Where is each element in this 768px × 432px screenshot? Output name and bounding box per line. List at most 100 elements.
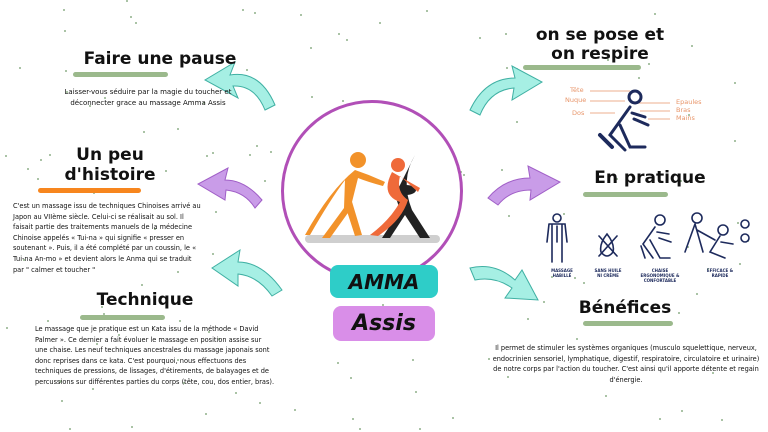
purple-arrow-histoire: [196, 167, 263, 209]
speckle: [487, 358, 490, 361]
pratique-label-habille: MASSAGE HABILLÉ: [551, 268, 573, 278]
massage-chair-icon: [640, 214, 672, 259]
speckle: [214, 210, 217, 213]
speckle: [36, 178, 39, 181]
speckle: [88, 105, 91, 108]
speckle: [526, 318, 529, 321]
speckle: [141, 284, 144, 287]
speckle: [721, 418, 724, 421]
speckle: [507, 375, 510, 378]
speckle: [604, 395, 607, 398]
speckle: [337, 362, 340, 365]
speckle: [414, 391, 417, 394]
histoire-title-line1: Un peu: [76, 145, 144, 165]
speckle: [68, 427, 71, 430]
speckle: [248, 154, 251, 157]
benefices-title: Bénéfices: [578, 298, 672, 318]
speckle: [5, 155, 8, 158]
speckle: [352, 417, 355, 420]
speckle: [129, 16, 132, 19]
speckle: [606, 305, 609, 308]
speckle: [562, 212, 565, 215]
assis-title: Assis: [352, 311, 416, 336]
teal-arrow-pause: [203, 60, 276, 111]
speckle: [270, 151, 273, 154]
histoire-title-line2: d'histoire: [64, 165, 156, 185]
speckle: [130, 425, 133, 428]
speckle: [65, 70, 68, 73]
speckle: [736, 222, 739, 225]
center-circle: [281, 100, 463, 282]
speckle: [358, 427, 361, 430]
amma-title: AMMA: [348, 269, 420, 294]
quick-massage-icon: [684, 212, 750, 259]
speckle: [691, 45, 694, 48]
speckle: [62, 9, 65, 12]
pratique-label-efficace: EFFICACE & RAPIDE: [706, 268, 734, 278]
speckle: [711, 371, 714, 374]
speckle: [299, 13, 302, 16]
speckle: [451, 416, 454, 419]
speckle: [61, 400, 64, 403]
speckle: [104, 96, 107, 99]
speckle: [573, 276, 576, 279]
speckle: [680, 179, 683, 182]
speckle: [165, 170, 168, 173]
speckle: [505, 66, 508, 69]
body-label-mains: Mains: [676, 114, 695, 122]
respire-title-line2: on respire: [551, 44, 649, 64]
technique-underline: [80, 315, 165, 320]
speckle: [342, 100, 345, 103]
speckle: [6, 326, 9, 329]
speckle: [550, 276, 553, 279]
teal-arrow-benefices: [469, 266, 539, 301]
speckle: [543, 301, 546, 304]
histoire-text: C'est un massage issu de techniques Chin…: [13, 202, 201, 274]
speckle: [212, 252, 215, 255]
speckle: [696, 292, 699, 295]
speckle: [463, 173, 466, 176]
speckle: [92, 388, 95, 391]
speckle: [616, 178, 619, 181]
speckle: [350, 376, 353, 379]
teal-arrow-respire: [469, 65, 544, 116]
body-label-epaules: Epaules: [676, 98, 702, 106]
respire-underline: [523, 65, 641, 70]
pause-title: Faire une pause: [83, 49, 237, 69]
speckle: [153, 227, 156, 230]
speckle: [647, 62, 650, 65]
speckle: [582, 282, 585, 285]
speckle: [135, 21, 138, 24]
speckle: [345, 38, 348, 41]
pratique-underline: [583, 192, 668, 197]
speckle: [205, 155, 208, 158]
speckle: [176, 127, 179, 130]
speckle: [264, 180, 267, 183]
technique-title: Technique: [96, 290, 194, 310]
speckle: [234, 392, 237, 395]
amma-title-box: AMMA: [330, 265, 438, 298]
speckle: [570, 56, 573, 59]
benefices-text: Il permet de stimuler les systèmes organ…: [492, 344, 760, 384]
speckle: [259, 401, 262, 404]
speckle: [607, 59, 610, 62]
speckle: [102, 312, 105, 315]
speckle: [733, 140, 736, 143]
speckle: [677, 311, 680, 314]
speckle: [479, 37, 482, 40]
speckle: [412, 358, 415, 361]
speckle: [460, 170, 463, 173]
speckle: [706, 267, 709, 270]
speckle: [46, 320, 49, 323]
speckle: [27, 168, 30, 171]
speckle: [338, 32, 341, 35]
pratique-icons: [546, 212, 750, 263]
speckle: [96, 342, 99, 345]
massage-logo: [305, 152, 440, 243]
speckle: [637, 77, 640, 80]
speckle: [738, 263, 741, 266]
speckle: [293, 408, 296, 411]
speckle: [425, 10, 428, 13]
speckle: [733, 81, 736, 84]
speckle: [126, 0, 129, 3]
